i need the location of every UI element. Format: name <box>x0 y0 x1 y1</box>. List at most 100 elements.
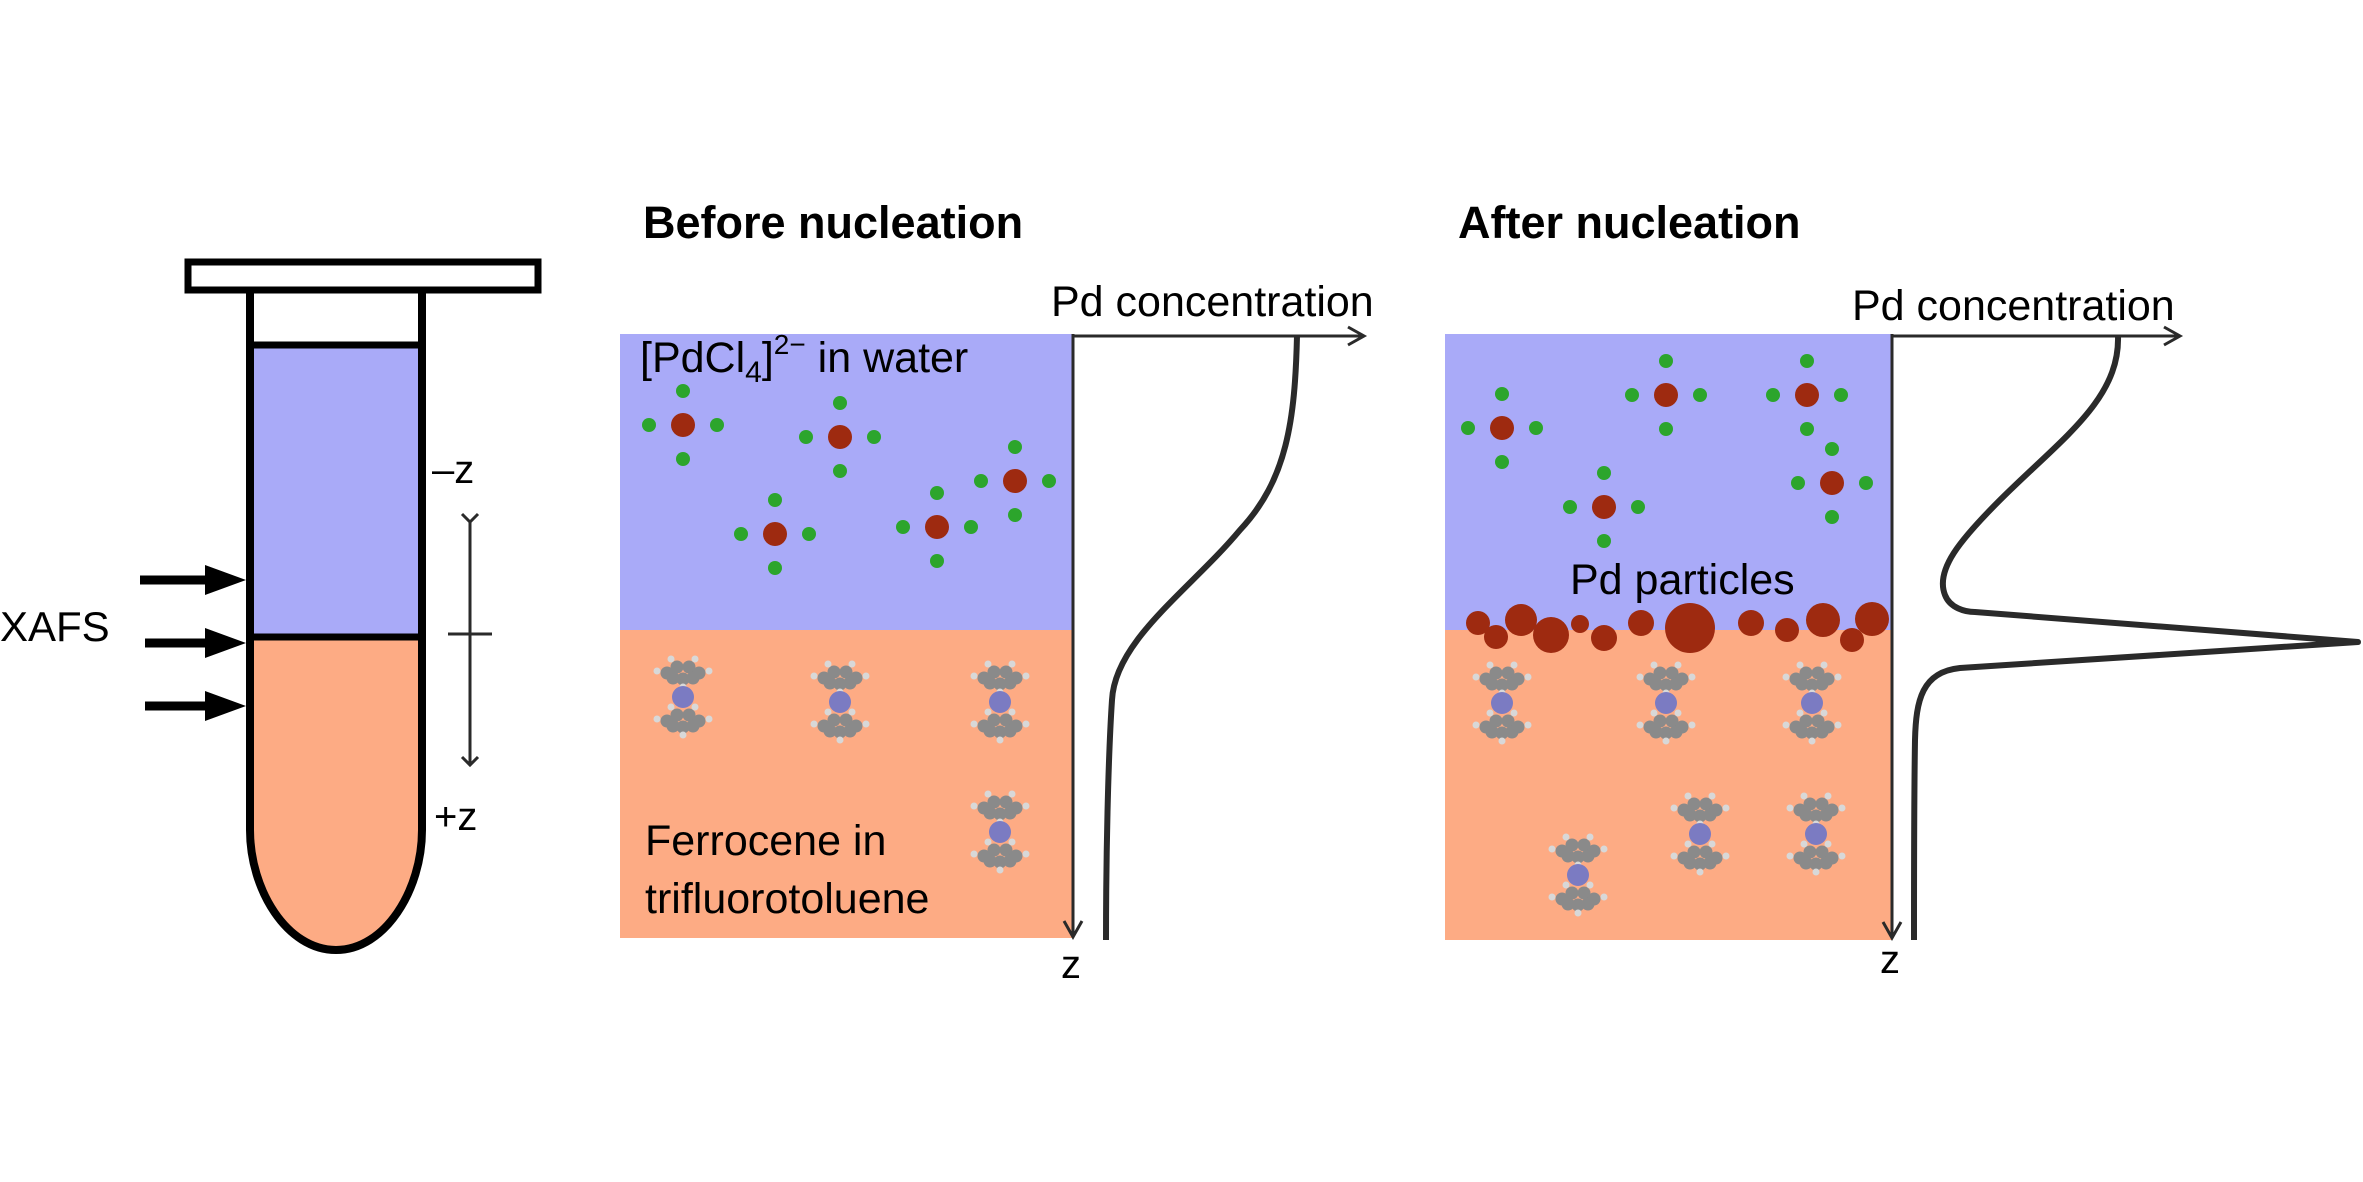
carbon-atom <box>1501 714 1515 728</box>
cl-atom <box>1008 440 1022 454</box>
carbon-atom <box>1571 850 1585 864</box>
pd-atom <box>1820 471 1844 495</box>
carbon-atom <box>1653 714 1667 728</box>
hydrogen-atom <box>862 720 870 728</box>
carbon-atom <box>993 725 1007 739</box>
carbon-atom <box>1501 666 1515 680</box>
carbon-atom <box>843 676 857 690</box>
carbon-atom <box>1489 666 1503 680</box>
carbon-atom <box>1003 806 1017 820</box>
carbon-atom <box>1495 678 1509 692</box>
ferrocene-molecule <box>810 660 870 744</box>
cl-atom <box>974 474 988 488</box>
hydrogen-atom <box>1834 721 1842 729</box>
fe-atom <box>1567 864 1589 886</box>
cl-atom <box>1800 354 1814 368</box>
xafs-label: XAFS <box>0 603 110 650</box>
carbon-atom <box>987 795 1001 809</box>
hydrogen-atom <box>1688 721 1696 729</box>
pdcl4-ion <box>1461 387 1543 469</box>
hydrogen-atom <box>970 802 978 810</box>
pdcl4-ion <box>896 486 978 568</box>
hydrogen-atom <box>1008 660 1016 668</box>
carbon-atom <box>839 665 853 679</box>
carbon-atom <box>827 713 841 727</box>
hydrogen-atom <box>862 672 870 680</box>
carbon-atom <box>823 724 837 738</box>
carbon-atom <box>1799 856 1813 870</box>
fe-atom <box>1801 692 1823 714</box>
hydrogen-atom <box>1834 673 1842 681</box>
cl-atom <box>1495 455 1509 469</box>
hydrogen-atom <box>1548 893 1556 901</box>
hydrogen-atom <box>1486 709 1494 717</box>
hydrogen-atom <box>1510 661 1518 669</box>
carbon-atom <box>1581 849 1595 863</box>
hydrogen-atom <box>810 672 818 680</box>
cl-atom <box>1800 422 1814 436</box>
pd-atom <box>925 515 949 539</box>
hydrogen-atom <box>1708 840 1716 848</box>
pd-particle <box>1484 625 1508 649</box>
pd-particle <box>1665 603 1715 653</box>
carbon-atom <box>1495 726 1509 740</box>
cl-atom <box>710 418 724 432</box>
cl-atom <box>1766 388 1780 402</box>
hydrogen-atom <box>1786 804 1794 812</box>
carbon-atom <box>1669 677 1683 691</box>
carbon-atom <box>1703 856 1717 870</box>
hydrogen-atom <box>984 790 992 798</box>
hydrogen-atom <box>1670 852 1678 860</box>
cl-atom <box>1042 474 1056 488</box>
hydrogen-atom <box>984 708 992 716</box>
hydrogen-atom <box>984 838 992 846</box>
hydrogen-atom <box>970 720 978 728</box>
carbon-atom <box>1649 677 1663 691</box>
hydrogen-atom <box>1008 790 1016 798</box>
pdcl4-ion <box>1563 466 1645 548</box>
cl-atom <box>676 452 690 466</box>
cl-atom <box>930 486 944 500</box>
cl-atom <box>1008 508 1022 522</box>
carbon-atom <box>993 677 1007 691</box>
carbon-atom <box>839 713 853 727</box>
carbon-atom <box>983 724 997 738</box>
hydrogen-atom <box>691 655 699 663</box>
carbon-atom <box>833 725 847 739</box>
hydrogen-atom <box>1574 909 1582 917</box>
ferrocene-molecule <box>653 655 713 739</box>
ferrocene-molecule <box>1670 792 1730 876</box>
hydrogen-atom <box>1650 661 1658 669</box>
carbon-atom <box>1003 724 1017 738</box>
carbon-atom <box>1815 677 1829 691</box>
hydrogen-atom <box>1650 709 1658 717</box>
fe-atom <box>1689 823 1711 845</box>
carbon-atom <box>987 713 1001 727</box>
after-concentration-curve <box>1911 335 2361 941</box>
pd-atom <box>763 522 787 546</box>
after-title: After nucleation <box>1458 197 1801 248</box>
carbon-atom <box>1565 838 1579 852</box>
carbon-atom <box>1505 725 1519 739</box>
hydrogen-atom <box>824 708 832 716</box>
pd-atom <box>671 413 695 437</box>
hydrogen-atom <box>1786 852 1794 860</box>
hydrogen-atom <box>1008 708 1016 716</box>
hydrogen-atom <box>1022 850 1030 858</box>
carbon-atom <box>1799 808 1813 822</box>
ferrocene-molecule <box>970 790 1030 874</box>
cl-atom <box>1597 466 1611 480</box>
pdcl4-ion <box>1766 354 1848 436</box>
hydrogen-atom <box>824 660 832 668</box>
pd-atom <box>1592 495 1616 519</box>
hydrogen-atom <box>836 736 844 744</box>
carbon-atom <box>993 807 1007 821</box>
hydrogen-atom <box>1820 709 1828 717</box>
carbon-atom <box>1561 849 1575 863</box>
hydrogen-atom <box>1674 661 1682 669</box>
fe-atom <box>989 821 1011 843</box>
before-aqueous-phase <box>620 334 1072 630</box>
carbon-atom <box>1003 854 1017 868</box>
hydrogen-atom <box>1586 833 1594 841</box>
